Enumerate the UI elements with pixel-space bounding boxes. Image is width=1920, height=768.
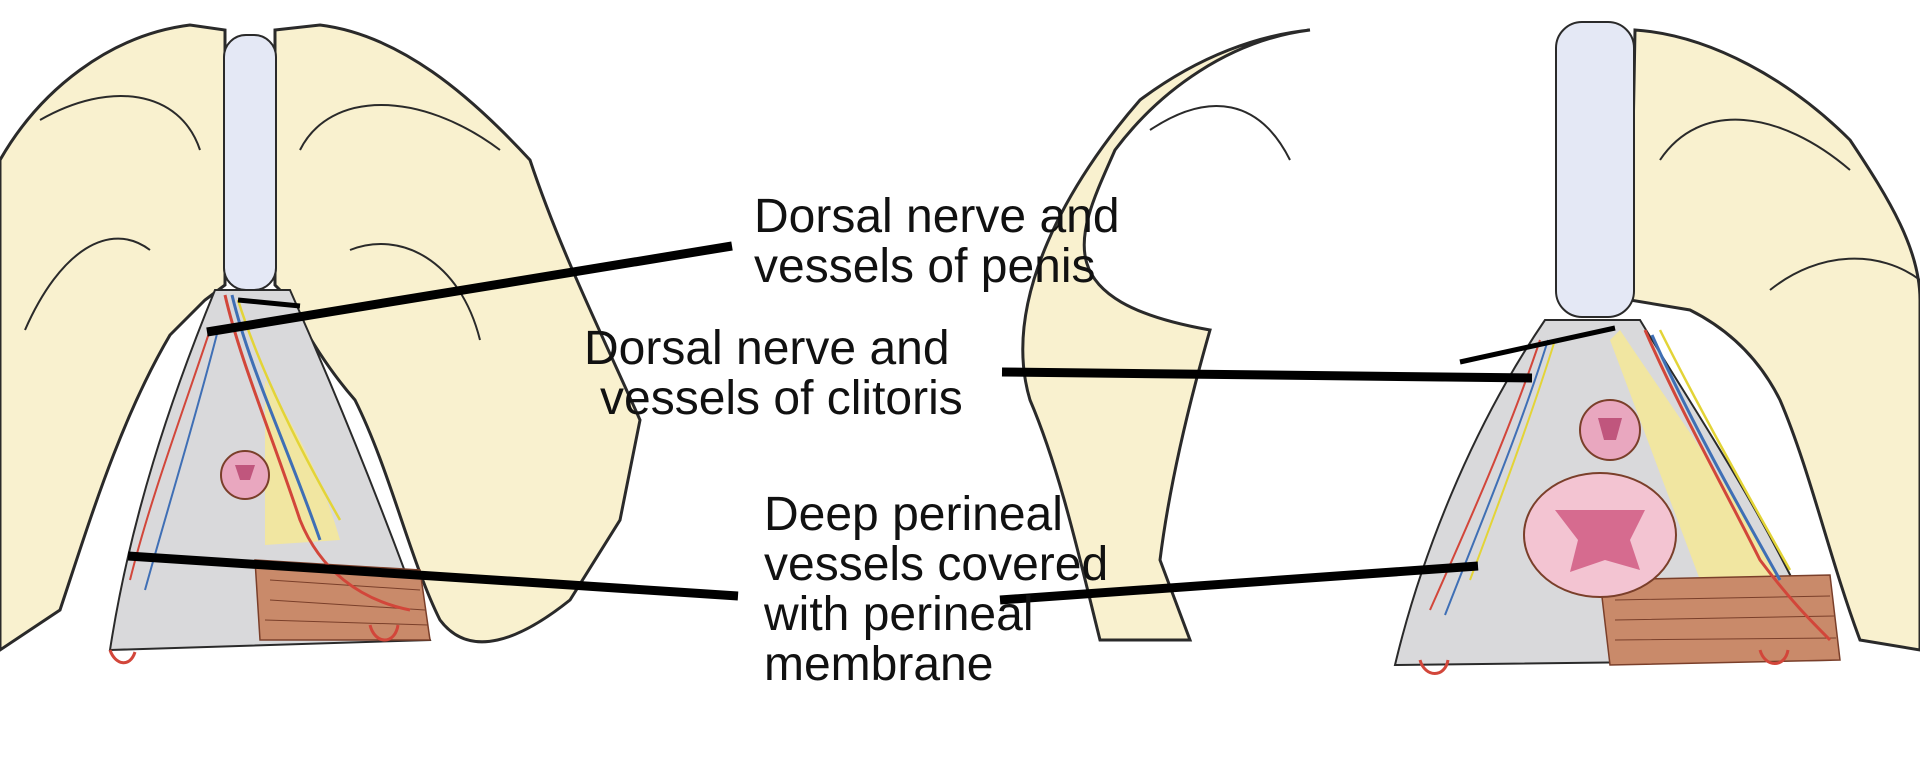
label-line: with perineal bbox=[764, 590, 1108, 640]
label-line: Deep perineal bbox=[764, 490, 1108, 540]
label-line: vessels covered bbox=[764, 540, 1108, 590]
label-dorsal-nerve-vessels-penis: Dorsal nerve and vessels of penis bbox=[754, 192, 1120, 292]
label-line: membrane bbox=[764, 640, 1108, 690]
label-line: vessels of clitoris bbox=[584, 374, 963, 424]
male-suspensory-ligament bbox=[224, 35, 276, 290]
label-line: Dorsal nerve and bbox=[754, 192, 1120, 242]
label-line: Dorsal nerve and bbox=[584, 324, 963, 374]
label-line: vessels of penis bbox=[754, 242, 1120, 292]
label-dorsal-nerve-vessels-clitoris: Dorsal nerve and vessels of clitoris bbox=[584, 324, 963, 424]
female-suspensory-ligament bbox=[1556, 22, 1634, 317]
label-deep-perineal-vessels: Deep perineal vessels covered with perin… bbox=[764, 490, 1108, 690]
leader-dorsal-clitoris bbox=[1002, 372, 1532, 378]
female-perineum-panel bbox=[1023, 22, 1920, 674]
